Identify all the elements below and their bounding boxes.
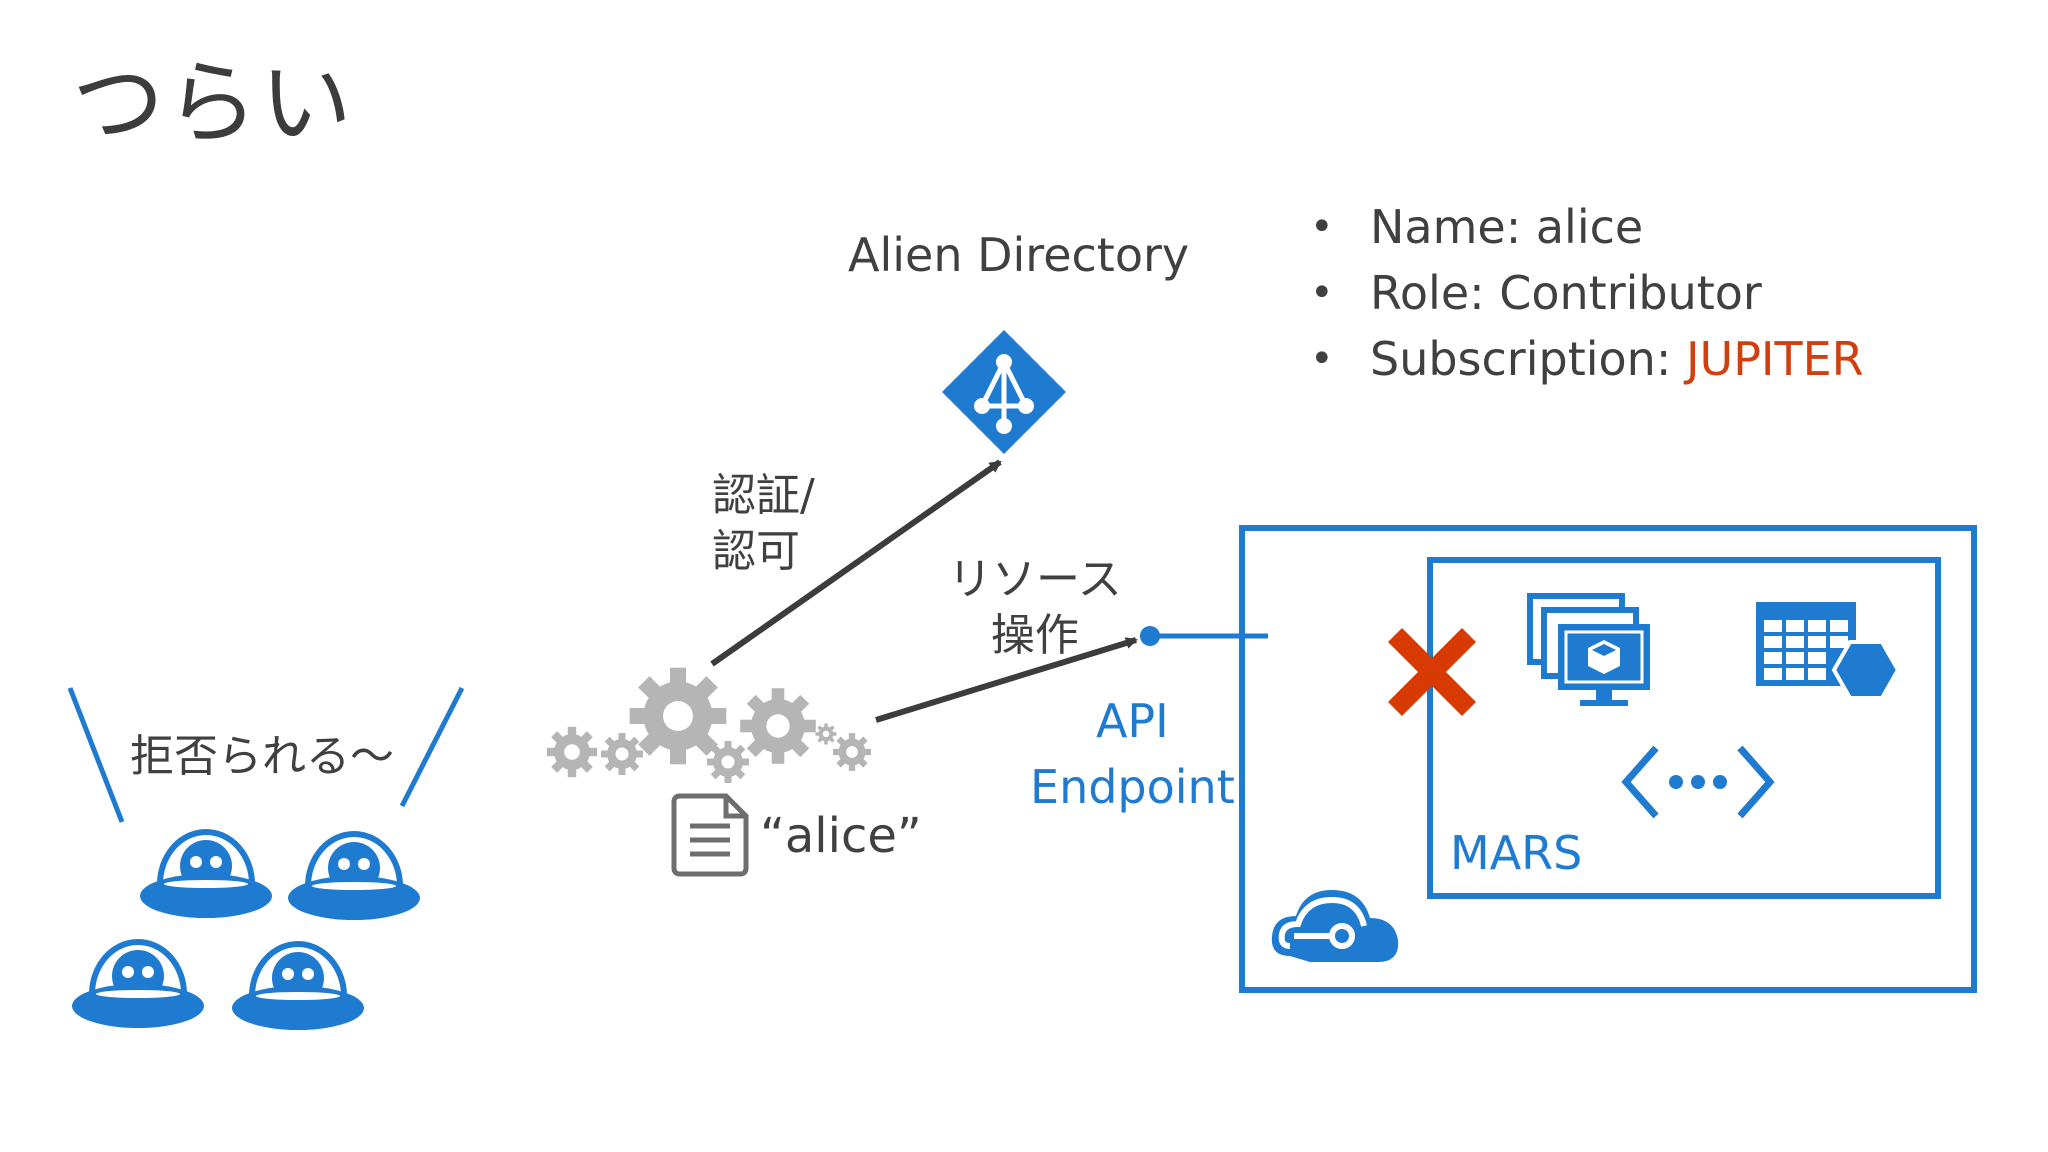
table-storage-icon bbox=[1756, 602, 1901, 700]
virtual-machines-icon bbox=[1527, 593, 1650, 706]
claim-name: • Name: alice bbox=[1310, 194, 1864, 260]
rejected-label: 拒否られる～ bbox=[130, 731, 394, 782]
api-label-line1: API bbox=[1095, 694, 1169, 748]
claim-value: Contributor bbox=[1499, 266, 1762, 320]
alien-ufo-icon bbox=[72, 942, 204, 1028]
auth-label-line1: 認証/ bbox=[712, 470, 815, 521]
resource-operation-label: リソース 操作 bbox=[948, 552, 1122, 664]
resource-label-line2: 操作 bbox=[990, 610, 1079, 661]
alien-ufo-icon bbox=[140, 832, 272, 918]
claim-role: • Role: Contributor bbox=[1310, 260, 1864, 326]
mars-label: MARS bbox=[1450, 826, 1583, 880]
cloud-boundary-box bbox=[1239, 525, 1977, 993]
red-x-icon bbox=[1388, 628, 1476, 716]
auth-arrow bbox=[710, 459, 1002, 667]
alien-ufo-icon bbox=[232, 944, 364, 1030]
auth-label-line2: 認可 bbox=[712, 526, 800, 577]
azure-ad-icon bbox=[942, 330, 1066, 454]
claim-subscription: • Subscription: JUPITER bbox=[1310, 326, 1864, 392]
mars-subscription-box bbox=[1427, 557, 1941, 899]
claim-label: Role: bbox=[1370, 266, 1485, 320]
cloud-service-icon bbox=[1271, 890, 1399, 962]
auth-label: 認証/ 認可 bbox=[712, 468, 815, 580]
claim-value-highlight: JUPITER bbox=[1685, 332, 1864, 386]
rejected-left-line bbox=[67, 687, 125, 823]
claims-list: • Name: alice • Role: Contributor • Subs… bbox=[1310, 194, 1864, 392]
token-document-icon bbox=[671, 793, 749, 877]
rejected-right-line bbox=[399, 686, 465, 808]
alien-directory-label: Alien Directory bbox=[848, 228, 1190, 282]
alien-ufo-icon bbox=[288, 834, 420, 920]
claim-value: alice bbox=[1535, 200, 1644, 254]
app-gears-icon bbox=[546, 667, 871, 783]
resource-label-line1: リソース bbox=[948, 554, 1122, 605]
claim-label: Name: bbox=[1370, 200, 1522, 254]
api-endpoint-connector bbox=[1140, 626, 1268, 646]
virtual-network-icon bbox=[1621, 745, 1775, 819]
api-label-line2: Endpoint bbox=[1030, 760, 1235, 814]
token-label: “alice” bbox=[760, 808, 922, 864]
api-endpoint-label: API Endpoint bbox=[1030, 688, 1235, 820]
page-title: つらい bbox=[72, 50, 355, 157]
claim-label: Subscription: bbox=[1370, 332, 1672, 386]
resource-arrow bbox=[875, 637, 1138, 723]
